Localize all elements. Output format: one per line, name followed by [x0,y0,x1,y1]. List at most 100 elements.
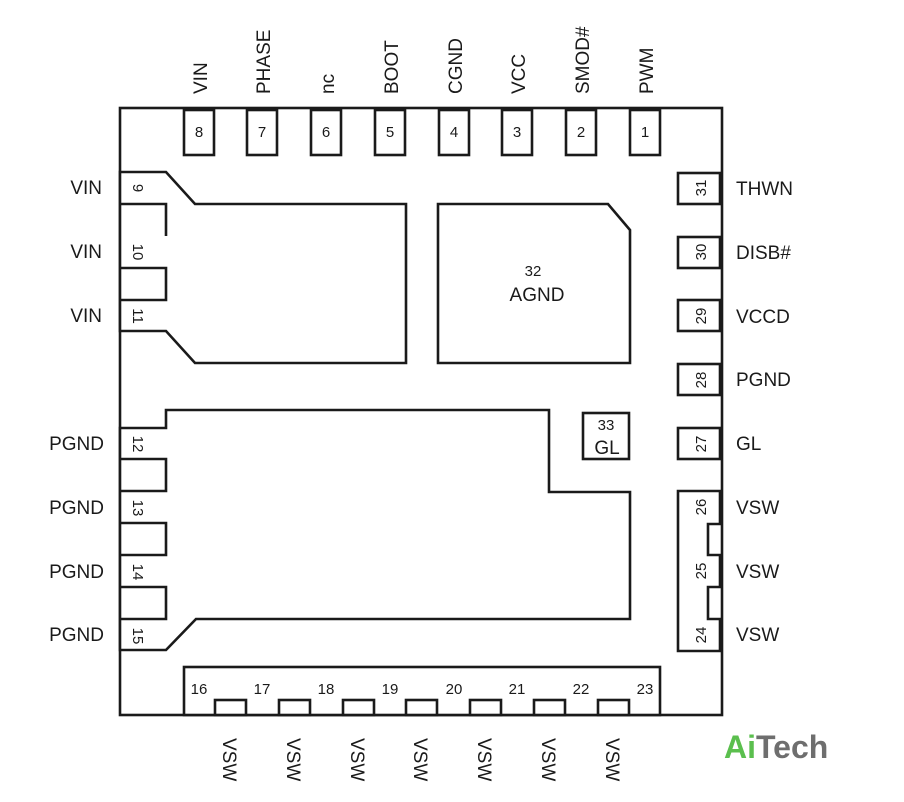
pin-13-name: PGND [49,498,104,519]
pin-18-number: 18 [318,681,335,698]
pin-9-number: 9 [129,184,146,192]
pin-8-number: 8 [195,124,203,141]
pin-1-pad [628,108,662,157]
pin-25-number: 25 [693,563,710,580]
pin-31-number: 31 [693,180,710,197]
pin-19-number: 19 [382,681,399,698]
agnd-pad [436,202,632,365]
pin-10-number: 10 [129,244,146,261]
pin-21-22-notch [532,698,567,717]
pin-30: 30 DISB# [676,235,791,270]
logo-text: AiTech [724,729,828,765]
pin-30-number: 30 [693,244,710,261]
pin-27-pad [676,426,722,461]
pin-15-name: PGND [49,625,104,646]
pin-13-number: 13 [129,500,146,517]
pin-26-name: VSW [736,498,779,519]
pin-14-name: PGND [49,562,104,583]
aitech-logo: AiTech [724,729,828,765]
pin-8: 8 VIN [182,62,216,157]
logo-part-ai: Ai [724,729,756,765]
pin-21-number: 21 [509,681,526,698]
pin-31-name: THWN [736,179,793,200]
pin-17-name: VSW [282,738,303,781]
agnd-pad-name: AGND [510,285,565,306]
pin-29: 29 VCCD [676,298,790,333]
pin-3: 3 VCC [500,54,534,157]
pin-1-number: 1 [641,124,649,141]
pin-17-number: 17 [254,681,271,698]
gl-pad-name: GL [594,438,619,459]
pin-4-number: 4 [450,124,458,141]
pin-6: 6 nc [309,74,343,157]
gl-pad-number: 33 [598,417,615,434]
pin-31: 31 THWN [676,171,793,206]
pin-4: 4 CGND [437,38,471,157]
pin-18-name: VSW [346,738,367,781]
pin-7-pad [245,108,279,157]
pin-24-number: 24 [693,627,710,644]
pin-3-pad [500,108,534,157]
pgnd-exposed-pad [118,408,632,652]
pin-18-19-notch [341,698,376,717]
pin-13-notch [120,521,168,557]
pin-29-pad [676,298,722,333]
pin-6-number: 6 [322,124,330,141]
left-pins: VIN 9 VIN 10 VIN 11 PGND 12 PGND 13 PGND… [49,178,146,646]
pin-3-number: 3 [513,124,521,141]
agnd-pad-number: 32 [525,263,542,280]
pin-28-pad [676,362,722,397]
pin-20-21-notch [468,698,503,717]
top-pins: 8 VIN 7 PHASE 6 nc 5 BOOT 4 CGND 3 VCC [182,26,662,157]
pin-11-number: 11 [129,308,146,324]
pin-20-number: 20 [446,681,463,698]
pin-5-pad [373,108,407,157]
pin-27: 27 GL [676,426,761,461]
pin-27-number: 27 [693,436,710,453]
pin-26-number: 26 [693,499,710,516]
pin-10-notch [120,266,168,302]
pin-10-name: VIN [70,242,102,263]
pin-5: 5 BOOT [373,40,407,157]
pin-2-name: SMOD# [573,26,594,94]
pin-6-pad [309,108,343,157]
pin-28: 28 PGND [676,362,791,397]
gl-pad [581,411,631,461]
pin-16-name: VSW [218,738,239,781]
pin-12-notch [120,457,168,493]
pin-29-name: VCCD [736,307,790,328]
pin-16-number: 16 [191,681,208,698]
pin-15-number: 15 [129,628,146,645]
pin-2-pad [564,108,598,157]
pin-30-pad [676,235,722,270]
pin-28-name: PGND [736,370,791,391]
pin-12-number: 12 [129,436,146,453]
pin-14-notch [120,585,168,621]
vin-exposed-pad [118,170,408,365]
pin-19-20-notch [404,698,439,717]
bottom-pins: 16 17 18 19 20 21 22 23 VSW VSW VSW VSW … [182,665,662,781]
pin-5-name: BOOT [382,40,403,94]
pin-25-name: VSW [736,562,779,583]
pin-7-number: 7 [258,124,266,141]
pin-7: 7 PHASE [245,30,279,157]
pin-22-23-notch [596,698,631,717]
pin-24-26-pad [676,489,722,653]
pin-16-17-notch [213,698,248,717]
pin-2-number: 2 [577,124,585,141]
pin-22-number: 22 [573,681,590,698]
pin-12-name: PGND [49,434,104,455]
pin-6-name: nc [318,74,339,94]
pin-22-name: VSW [601,738,622,781]
pin-1-name: PWM [637,48,658,94]
pin-11-name: VIN [70,306,102,327]
pin-19-name: VSW [409,738,430,781]
pin-30-name: DISB# [736,243,791,264]
pin-27-name: GL [736,434,761,455]
pin-21-name: VSW [537,738,558,781]
pin-1: 1 PWM [628,48,662,157]
pin-4-pad [437,108,471,157]
pin-7-name: PHASE [254,30,275,94]
pin-3-name: VCC [509,54,530,94]
